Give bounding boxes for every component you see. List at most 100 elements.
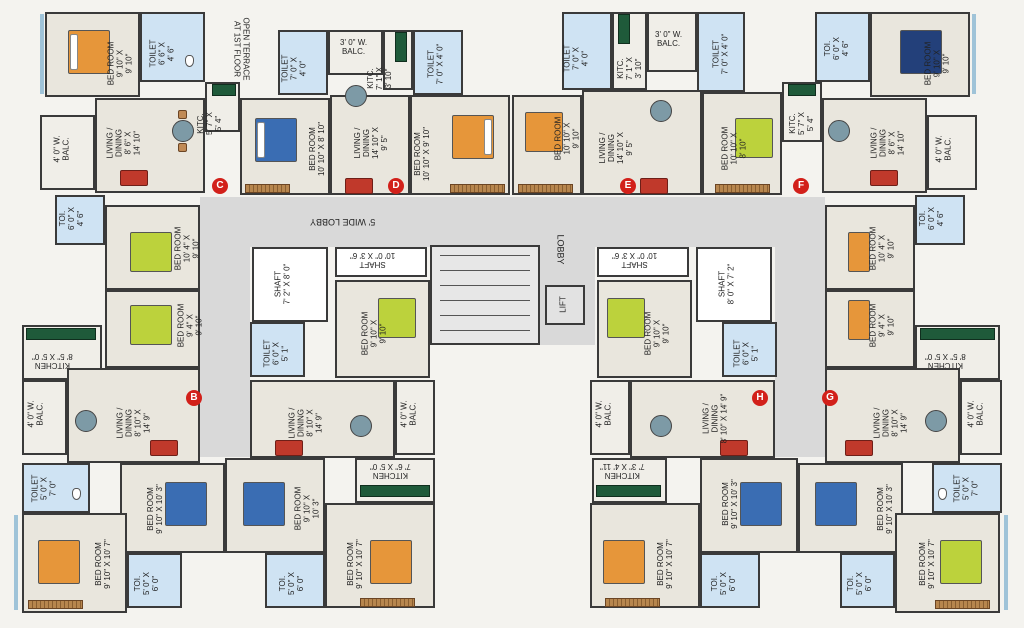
balcony-a: [395, 380, 435, 455]
toilet-d-label: TOILET 7' 0" X 4' 0": [280, 54, 308, 83]
shaft-small-right-label: SHAFT 10' 0" X 3' 6": [612, 251, 658, 269]
bed: [378, 298, 416, 338]
bed: [38, 540, 80, 584]
toi-b: [127, 553, 182, 608]
stair-step: [440, 315, 530, 316]
stair-step: [440, 255, 530, 256]
dining-table: [172, 120, 194, 142]
stair-step: [440, 300, 530, 301]
toi-g-label: TOI. 5' 0" X 6' 0": [846, 571, 874, 596]
shaft-small-right: [597, 247, 689, 277]
bed: [740, 482, 782, 526]
bed: [525, 112, 563, 152]
lift-label: LIFT: [558, 296, 568, 313]
kitchen-f-label: KITC. 5' 7" X 5' 4": [788, 111, 816, 136]
wardrobe: [518, 184, 573, 193]
toi-h-label: TOI. 5' 0" X 6' 0": [710, 571, 738, 596]
living-b-label: LIVING / DINING 8' 10" X 14' 9": [115, 407, 152, 439]
living-f-label: LIVING / DINING 8' 6" X 14' 10": [869, 127, 906, 159]
balcony-d-label: 3' 0" W. BALC.: [340, 38, 368, 56]
living-h-label: LIVING / DINING 8' 10" X 14' 9": [701, 393, 729, 444]
balcony-f-label: 4' 0" W. BALC.: [934, 135, 953, 163]
bedroom-d2-label: BED ROOM 10' 10" X 9' 10": [413, 126, 432, 182]
staircase: [430, 245, 540, 345]
stair-step: [440, 330, 530, 331]
balcony-c: [40, 115, 95, 190]
balcony-h: [590, 380, 630, 455]
balcony-g-label: 4' 0" W. BALC.: [966, 400, 985, 428]
window: [972, 14, 976, 94]
bed: [900, 30, 942, 74]
dining-table: [828, 120, 850, 142]
kitchen-slab: [212, 84, 236, 96]
lobby-5-label: 5' WIDE LOBBY: [310, 217, 376, 227]
kitchen-slab: [788, 84, 816, 96]
toilet-h-label: TOILET 6' 0" X 5' 1": [732, 339, 760, 368]
wardrobe: [28, 600, 83, 609]
toilet-d2-label: TOILET 7' 0" X 4' 0": [426, 43, 445, 85]
wardrobe: [935, 600, 990, 609]
toilet-e2: [697, 12, 745, 92]
bedroom-a-label: BED ROOM 9' 10" X 9' 10": [360, 311, 388, 356]
dining-table: [350, 415, 372, 437]
bed: [735, 118, 773, 158]
toi-g: [840, 553, 895, 608]
stair-step: [440, 285, 530, 286]
bed: [848, 300, 870, 340]
bed: [165, 482, 207, 526]
wardrobe: [360, 598, 415, 607]
sofa: [150, 440, 178, 456]
bedroom-f2: [825, 205, 915, 290]
lobby-label: LOBBY: [555, 234, 566, 265]
dining-table: [650, 100, 672, 122]
toilet-f2-label: TOI. 6' 0" X 4' 6": [918, 206, 946, 231]
lobby-left: [200, 197, 250, 457]
toilet-c-label: TOILET 6' 6" X 4' 6": [148, 39, 176, 68]
bed: [243, 482, 285, 526]
toilet-c: [140, 12, 205, 82]
dining-table: [345, 85, 367, 107]
toi-a-label: TOI. 5' 0" X 6' 0": [278, 571, 306, 596]
bedroom-f-label: BED ROOM 9' 10" X 9' 10": [923, 41, 951, 86]
bedroom-e-label: BED ROOM 10' 10" X 9' 10": [553, 116, 581, 161]
shaft-right: [696, 247, 772, 322]
chair: [178, 110, 187, 119]
bedroom-f: [870, 12, 970, 97]
shaft-small-left-label: SHAFT 10' 0" X 3' 6": [350, 251, 396, 269]
kitchen-a-label: KITCHEN 7' 6" X 5' 0": [370, 462, 411, 480]
balcony-b-label: 4' 0" W. BALC.: [26, 400, 45, 428]
bedroom-f2-label: BED ROOM 10' 4" X 9' 10": [868, 226, 896, 271]
wc: [72, 488, 81, 500]
living-c-label: LIVING / DINING 8' 6" X 14' 10": [105, 127, 142, 159]
toi-b-label: TOI. 5' 0" X 6' 0": [133, 571, 161, 596]
sofa: [720, 440, 748, 456]
balcony-a-label: 4' 0" W. BALC.: [399, 400, 418, 428]
flat-c-badge: C: [212, 178, 228, 194]
bed: [603, 540, 645, 584]
kitchen-c-label: KITC. 5' 7" X 5' 4": [196, 111, 224, 136]
bedroom-a3-label: BED ROOM 9' 10" X 10' 7": [345, 539, 364, 589]
balcony-g: [960, 380, 1002, 455]
toilet-d: [278, 30, 328, 95]
window: [1004, 515, 1008, 610]
toilet-f-label: TOI. 6' 0" X 4' 6": [823, 36, 851, 61]
balcony-e-label: 3' 0" W. BALC.: [655, 30, 683, 48]
toilet-e: [562, 12, 612, 90]
bed: [130, 232, 172, 272]
toi-h: [700, 553, 760, 608]
bed: [370, 540, 412, 584]
wardrobe: [450, 184, 505, 193]
toilet-c2: [55, 195, 105, 245]
flat-f-badge: F: [793, 178, 809, 194]
bedroom-g-label: BED ROOM 9' 4" X 9' 10": [868, 303, 896, 348]
toilet-h: [722, 322, 777, 377]
bedroom-a2-label: BED ROOM 9' 10" X 10' 3": [293, 486, 321, 531]
toilet-d2: [413, 30, 463, 95]
flat-b-badge: B: [186, 390, 202, 406]
balcony-d: [328, 30, 383, 75]
toi-a: [265, 553, 325, 608]
toilet-e2-label: TOILET 7' 0" X 4' 0": [711, 33, 730, 75]
bedroom-h-label: BED ROOM 9' 10" X 9' 10": [643, 311, 671, 356]
toilet-f: [815, 12, 870, 82]
